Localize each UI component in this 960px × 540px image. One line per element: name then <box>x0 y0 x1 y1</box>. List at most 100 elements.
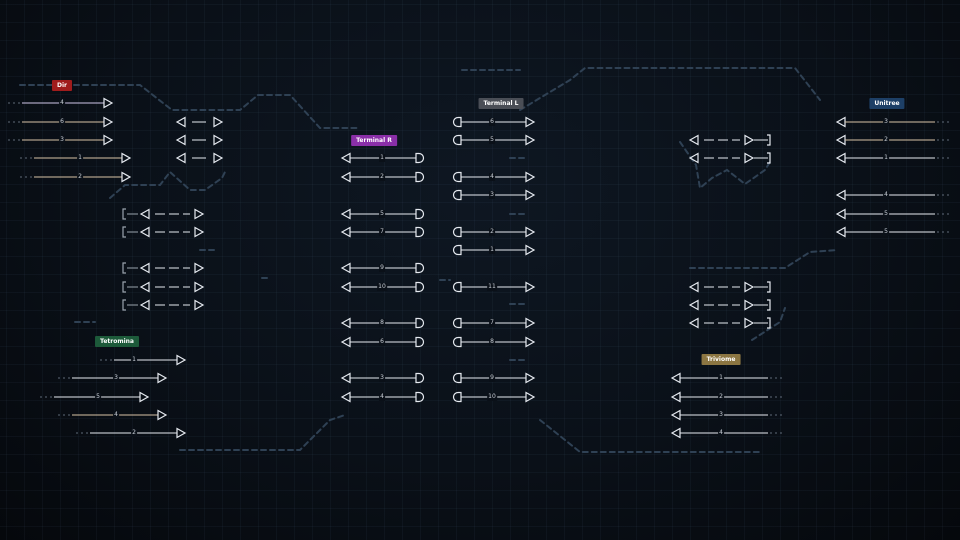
terminal-r-socket-6[interactable] <box>415 281 425 293</box>
right-mid-input-3[interactable] <box>688 281 699 293</box>
unitree-output-5[interactable] <box>835 208 846 220</box>
terminal-r-socket-10[interactable] <box>415 391 425 403</box>
terminal-r-input-6[interactable] <box>340 281 351 293</box>
tetromina-input-4[interactable] <box>157 409 168 421</box>
left-mid-input-4[interactable] <box>139 281 150 293</box>
connectors <box>8 97 952 439</box>
terminal-l-output-3[interactable] <box>525 171 536 183</box>
terminal-l-output-1[interactable] <box>525 116 536 128</box>
terminal-r-input-2[interactable] <box>340 171 351 183</box>
left-mid-input-5[interactable] <box>139 299 150 311</box>
pass-left-2[interactable] <box>175 134 186 146</box>
triviome-output-4[interactable] <box>670 427 681 439</box>
tetromina-input-5[interactable] <box>176 427 187 439</box>
pass-right-2[interactable] <box>213 134 224 146</box>
terminal-l-socket-6[interactable] <box>452 244 462 256</box>
terminal-r-input-7[interactable] <box>340 317 351 329</box>
dir-input-3[interactable] <box>103 134 114 146</box>
terminal-r-socket-1[interactable] <box>415 152 425 164</box>
unitree-output-2[interactable] <box>835 134 846 146</box>
right-mid-output-2[interactable] <box>744 152 755 164</box>
right-mid-output-4[interactable] <box>744 299 755 311</box>
pass-left-3[interactable] <box>175 152 186 164</box>
triviome-output-2[interactable] <box>670 391 681 403</box>
terminal-r-input-5[interactable] <box>340 262 351 274</box>
left-mid-input-2[interactable] <box>139 226 150 238</box>
tetromina-input-3[interactable] <box>139 391 150 403</box>
terminal-l-socket-1[interactable] <box>452 116 462 128</box>
right-mid-input-5[interactable] <box>688 317 699 329</box>
tag-terminal_r: Terminal R <box>351 135 397 146</box>
right-mid-output-3[interactable] <box>744 281 755 293</box>
left-mid-output-4[interactable] <box>194 281 205 293</box>
right-mid-output-1[interactable] <box>744 134 755 146</box>
terminal-l-socket-4[interactable] <box>452 189 462 201</box>
terminal-r-input-8[interactable] <box>340 336 351 348</box>
right-mid-input-2[interactable] <box>688 152 699 164</box>
terminal-l-socket-8[interactable] <box>452 317 462 329</box>
terminal-r-input-1[interactable] <box>340 152 351 164</box>
terminal-l-output-9[interactable] <box>525 336 536 348</box>
terminal-l-output-6[interactable] <box>525 244 536 256</box>
terminal-l-socket-5[interactable] <box>452 226 462 238</box>
terminal-r-socket-7[interactable] <box>415 317 425 329</box>
left-mid-output-5[interactable] <box>194 299 205 311</box>
pass-right-3[interactable] <box>213 152 224 164</box>
pass-right-1[interactable] <box>213 116 224 128</box>
unitree-output-4[interactable] <box>835 189 846 201</box>
dir-input-2[interactable] <box>103 116 114 128</box>
terminal-l-output-7[interactable] <box>525 281 536 293</box>
terminal-l-socket-9[interactable] <box>452 336 462 348</box>
dir-input-5[interactable] <box>121 171 132 183</box>
left-mid-input-1[interactable] <box>139 208 150 220</box>
terminal-l-output-5[interactable] <box>525 226 536 238</box>
left-mid-output-2[interactable] <box>194 226 205 238</box>
tag-tetromina: Tetromina <box>95 336 139 347</box>
terminal-l-socket-7[interactable] <box>452 281 462 293</box>
left-mid-output-3[interactable] <box>194 262 205 274</box>
unitree-pin-number: 5 <box>883 210 889 218</box>
terminal-l-output-2[interactable] <box>525 134 536 146</box>
unitree-output-6[interactable] <box>835 226 846 238</box>
left-mid-output-1[interactable] <box>194 208 205 220</box>
right-mid-output-5[interactable] <box>744 317 755 329</box>
right-mid-input-1[interactable] <box>688 134 699 146</box>
terminal-l-output-11[interactable] <box>525 391 536 403</box>
right-mid-input-4[interactable] <box>688 299 699 311</box>
terminal-r-input-3[interactable] <box>340 208 351 220</box>
left-mid-input-3[interactable] <box>139 262 150 274</box>
unitree-pin-number: 3 <box>883 118 889 126</box>
tetromina-pin-number: 5 <box>95 393 101 401</box>
terminal-r-input-10[interactable] <box>340 391 351 403</box>
pass-left-1[interactable] <box>175 116 186 128</box>
terminal-r-socket-2[interactable] <box>415 171 425 183</box>
terminal-r-socket-5[interactable] <box>415 262 425 274</box>
tetromina-input-2[interactable] <box>157 372 168 384</box>
terminal-l-output-4[interactable] <box>525 189 536 201</box>
tetromina-input-1[interactable] <box>176 354 187 366</box>
unitree-output-3[interactable] <box>835 152 846 164</box>
tetromina-pin-number: 3 <box>113 374 119 382</box>
unitree-pin-number: 4 <box>883 191 889 199</box>
terminal-r-input-4[interactable] <box>340 226 351 238</box>
terminal-l-socket-3[interactable] <box>452 171 462 183</box>
terminal-r-pin-number: 3 <box>379 374 385 382</box>
terminal-l-output-10[interactable] <box>525 372 536 384</box>
dir-input-1[interactable] <box>103 97 114 109</box>
terminal-l-socket-11[interactable] <box>452 391 462 403</box>
triviome-output-1[interactable] <box>670 372 681 384</box>
dir-pin-number: 1 <box>77 154 83 162</box>
terminal-l-output-8[interactable] <box>525 317 536 329</box>
terminal-l-socket-10[interactable] <box>452 372 462 384</box>
unitree-output-1[interactable] <box>835 116 846 128</box>
terminal-r-input-9[interactable] <box>340 372 351 384</box>
terminal-r-socket-9[interactable] <box>415 372 425 384</box>
terminal-r-socket-8[interactable] <box>415 336 425 348</box>
triviome-output-3[interactable] <box>670 409 681 421</box>
dir-input-4[interactable] <box>121 152 132 164</box>
terminal-r-socket-4[interactable] <box>415 226 425 238</box>
terminal-r-socket-3[interactable] <box>415 208 425 220</box>
terminal-l-socket-2[interactable] <box>452 134 462 146</box>
terminal-l-pin-number: 8 <box>489 338 495 346</box>
